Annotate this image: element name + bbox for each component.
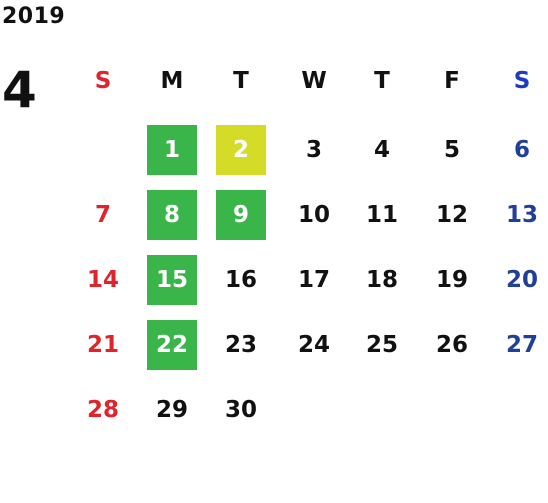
calendar-day[interactable]: 27 — [505, 332, 538, 358]
month-number: 4 — [2, 61, 37, 119]
calendar-day[interactable]: 2 — [216, 125, 266, 175]
calendar-day[interactable]: 11 — [365, 202, 398, 228]
calendar-day[interactable]: 12 — [435, 202, 468, 228]
calendar-day[interactable]: 19 — [435, 267, 468, 293]
calendar-day[interactable]: 24 — [297, 332, 330, 358]
calendar-day[interactable]: 1 — [147, 125, 197, 175]
calendar-day[interactable]: 30 — [224, 397, 257, 423]
calendar-day[interactable]: 26 — [435, 332, 468, 358]
calendar-day[interactable]: 15 — [147, 255, 197, 305]
weekday-header: F — [444, 68, 460, 94]
weekday-header: M — [160, 68, 184, 94]
weekday-header: S — [94, 68, 112, 94]
calendar-day[interactable]: 9 — [216, 190, 266, 240]
calendar-day[interactable]: 18 — [365, 267, 398, 293]
calendar-day[interactable]: 20 — [505, 267, 538, 293]
calendar-day[interactable]: 29 — [155, 397, 188, 423]
weekday-header: T — [374, 68, 390, 94]
calendar-day[interactable]: 5 — [443, 137, 460, 163]
calendar-day[interactable]: 3 — [305, 137, 322, 163]
calendar-day[interactable]: 7 — [94, 202, 111, 228]
weekday-header: T — [233, 68, 249, 94]
calendar-day[interactable]: 28 — [86, 397, 119, 423]
year-label: 2019 — [2, 4, 66, 29]
calendar-day[interactable]: 6 — [513, 137, 530, 163]
weekday-header: W — [301, 68, 327, 94]
calendar-day[interactable]: 23 — [224, 332, 257, 358]
calendar-day[interactable]: 4 — [373, 137, 390, 163]
calendar-day[interactable]: 21 — [86, 332, 119, 358]
calendar-day[interactable]: 10 — [297, 202, 330, 228]
calendar-day[interactable]: 8 — [147, 190, 197, 240]
calendar-day[interactable]: 22 — [147, 320, 197, 370]
calendar-day[interactable]: 14 — [86, 267, 119, 293]
calendar-day[interactable]: 13 — [505, 202, 538, 228]
calendar-day[interactable]: 17 — [297, 267, 330, 293]
weekday-header: S — [513, 68, 531, 94]
calendar-day[interactable]: 16 — [224, 267, 257, 293]
calendar-day[interactable]: 25 — [365, 332, 398, 358]
